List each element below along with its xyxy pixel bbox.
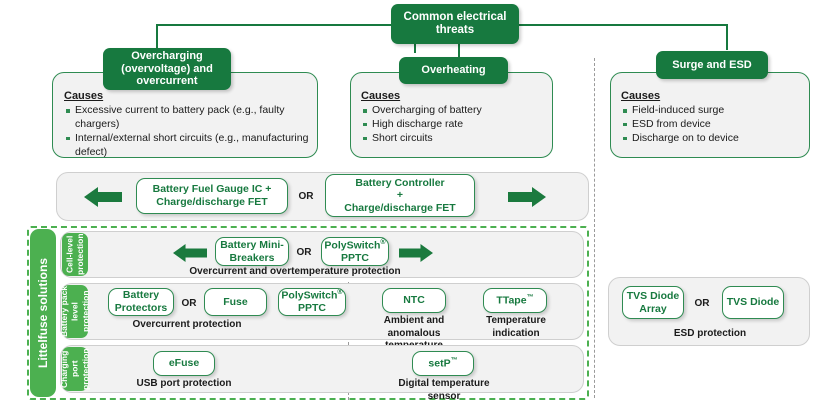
connector-right-drop (726, 24, 728, 50)
chip-setp-caption-label: Digital temperature sensor (398, 378, 490, 402)
row3-caption: USB port protection (124, 378, 244, 391)
threat-title-overheating-label: Overheating (421, 64, 486, 77)
causes-list-overheating: Overcharging of battery High discharge r… (361, 104, 547, 146)
row3-caption-label: USB port protection (136, 378, 232, 389)
chip-battery-mini-breakers[interactable]: Battery Mini-Breakers (215, 237, 289, 266)
row-panel-charging-port (60, 345, 584, 393)
row1-caption: Overcurrent and overtemperature protecti… (170, 266, 420, 279)
chip-polyswitch-pptc-pack[interactable]: PolySwitch® PPTC (278, 288, 346, 316)
divider-vertical-right (594, 58, 595, 398)
chip-battery-protectors-label: Battery Protectors (114, 289, 168, 314)
right-arrow-icon (508, 187, 546, 207)
row2-or: OR (178, 297, 200, 309)
control-row-or: OR (294, 190, 318, 202)
list-item: High discharge rate (361, 118, 547, 132)
chip-setp[interactable]: setP™ (412, 351, 474, 376)
chip-ttape-label: TTape™ (496, 293, 534, 307)
left-arrow-icon (84, 187, 122, 207)
control-option-fuel-gauge[interactable]: Battery Fuel Gauge IC + Charge/discharge… (136, 178, 288, 214)
chip-polyswitch-line1: PolySwitch® (281, 289, 343, 302)
causes-heading: Causes (64, 90, 104, 102)
root-node-common-electrical-threats[interactable]: Common electrical threats (391, 4, 519, 44)
chip-efuse-label: eFuse (168, 357, 200, 370)
littelfuse-solutions-region (27, 226, 589, 400)
chip-fuse[interactable]: Fuse (204, 288, 267, 316)
control-option-fuel-gauge-label: Battery Fuel Gauge IC + Charge/discharge… (152, 183, 272, 208)
causes-heading: Causes (621, 90, 661, 102)
chip-tvs-diode-label: TVS Diode (726, 296, 780, 309)
chip-efuse[interactable]: eFuse (153, 351, 215, 376)
chip-polyswitch-line1: PolySwitch® (324, 238, 386, 252)
list-item: ESD from device (621, 118, 805, 132)
chip-ntc[interactable]: NTC (382, 288, 446, 313)
threat-title-overcharging-label: Overcharging (overvoltage) and overcurre… (121, 50, 213, 88)
threat-title-surge-esd-label: Surge and ESD (672, 58, 752, 71)
chip-tvs-diode[interactable]: TVS Diode (722, 286, 784, 319)
threat-title-overheating[interactable]: Overheating (399, 57, 508, 84)
list-item: Short circuits (361, 132, 547, 146)
threat-panel-overheating (350, 72, 553, 158)
or-label: OR (694, 297, 710, 309)
row1-or: OR (293, 246, 315, 258)
divider-vertical-middle (348, 282, 349, 400)
chip-polyswitch-pptc-cell[interactable]: PolySwitch® PPTC (321, 237, 389, 266)
esd-or: OR (691, 297, 713, 309)
or-label: OR (181, 297, 197, 309)
row2-caption: Overcurrent protection (107, 319, 267, 332)
control-option-line3: Charge/discharge FET (344, 201, 456, 214)
or-label: OR (296, 246, 312, 258)
list-item: Discharge on to device (621, 132, 805, 146)
chip-ttape-caption: Temperature indication (478, 315, 554, 340)
threat-causes-surge-esd: Causes Field-induced surge ESD from devi… (621, 90, 805, 146)
causes-heading: Causes (361, 90, 401, 102)
or-label: OR (298, 190, 314, 202)
causes-list-overcharging: Excessive current to battery pack (e.g.,… (64, 104, 310, 159)
littelfuse-solutions-label: Littelfuse solutions (36, 258, 50, 369)
row-tab-charging-port-label: Charging port protection (59, 348, 91, 390)
row2-caption-label: Overcurrent protection (132, 319, 242, 330)
chip-ttape[interactable]: TTape™ (483, 288, 547, 313)
chip-tvs-diode-array-label: TVS Diode Array (626, 289, 680, 315)
threat-title-overcharging[interactable]: Overcharging (overvoltage) and overcurre… (103, 48, 231, 90)
row-tab-cell-level-label: Cell-level protection (64, 233, 85, 276)
connector-root-down (414, 41, 416, 53)
list-item: Overcharging of battery (361, 104, 547, 118)
chip-setp-label: setP™ (428, 356, 458, 370)
chip-ttape-caption-label: Temperature indication (486, 315, 546, 339)
esd-caption: ESD protection (640, 328, 780, 341)
chip-ntc-label: NTC (403, 294, 425, 307)
esd-caption-label: ESD protection (673, 328, 747, 339)
left-arrow-icon-row1 (173, 244, 207, 262)
threat-panel-surge-esd (610, 72, 810, 158)
connector-left-drop (156, 24, 158, 50)
row-tab-cell-level: Cell-level protection (62, 233, 88, 276)
right-arrow-icon-row1 (399, 244, 433, 262)
littelfuse-solutions-tab: Littelfuse solutions (30, 229, 56, 397)
chip-battery-mini-breakers-label: Battery Mini-Breakers (220, 238, 284, 264)
row-tab-battery-pack-level: Battery pack level protection (59, 285, 91, 338)
chip-battery-protectors[interactable]: Battery Protectors (108, 288, 174, 316)
threat-causes-overheating: Causes Overcharging of battery High disc… (361, 90, 547, 146)
control-option-line1: Battery Controller (355, 176, 445, 189)
chip-polyswitch-line2: PPTC (340, 251, 369, 264)
control-option-battery-controller[interactable]: Battery Controller + Charge/discharge FE… (325, 174, 475, 217)
list-item: Field-induced surge (621, 104, 805, 118)
chip-polyswitch-line2: PPTC (297, 302, 326, 315)
threat-title-surge-esd[interactable]: Surge and ESD (656, 51, 768, 79)
row-tab-battery-pack-level-label: Battery pack level protection (59, 285, 91, 338)
row1-caption-label: Overcurrent and overtemperature protecti… (189, 266, 401, 277)
causes-list-surge-esd: Field-induced surge ESD from device Disc… (621, 104, 805, 146)
control-option-line2: + (396, 189, 404, 202)
threat-causes-overcharging: Causes Excessive current to battery pack… (64, 90, 310, 159)
row-tab-charging-port: Charging port protection (59, 347, 91, 391)
chip-fuse-label: Fuse (223, 295, 248, 308)
chip-setp-caption: Digital temperature sensor (382, 378, 506, 403)
root-node-label: Common electrical threats (403, 10, 507, 36)
list-item: Excessive current to battery pack (e.g.,… (64, 104, 310, 132)
list-item: Internal/external short circuits (e.g., … (64, 132, 310, 160)
chip-tvs-diode-array[interactable]: TVS Diode Array (622, 286, 684, 319)
